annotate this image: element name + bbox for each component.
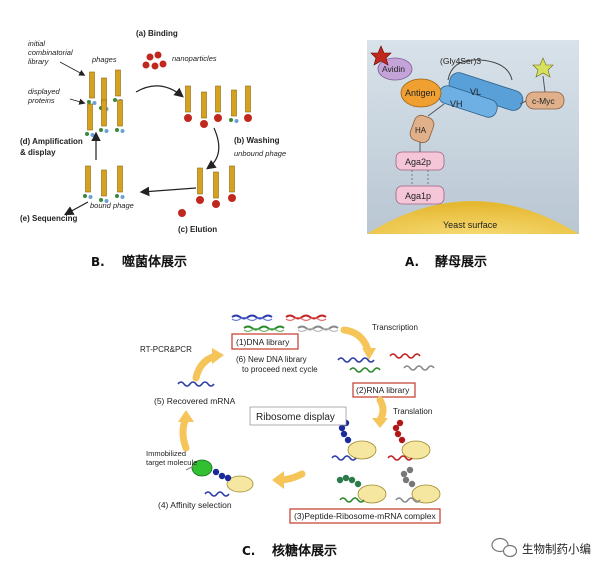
label-library: library [28,57,50,66]
ribosome-complexes [331,419,441,504]
panel-yeast-display: Yeast surface Aga1p Aga2p HA VL VH (Gly4… [367,40,579,270]
label-watermark: 生物制药小编 [522,542,591,556]
ha-tag [409,114,435,144]
arrow-translation [376,396,387,424]
label-ribosome-display: Ribosome display [256,412,335,423]
label-target: target molecule [146,458,197,467]
arrow-recovery [179,414,190,452]
label-initial: initial [28,39,45,48]
ribosome-icon [336,474,387,504]
phage-eluted-group [82,165,125,204]
complex-box [289,508,441,524]
caption-a-text: 酵母展示 [435,254,487,270]
nanoparticle-icon [178,209,186,217]
aga1p-box [395,185,445,205]
phage-icon [213,85,223,123]
phage-binding-group [183,85,253,129]
ribosome-icon [331,419,377,461]
avidin-star-icon [370,45,392,66]
phage-bound-group [195,165,237,209]
label-unbound: unbound phage [234,149,286,158]
label-yeast-surface: Yeast surface [443,220,497,230]
label-vl: VL [470,87,481,97]
label-dna-library: (1)DNA library [236,337,290,347]
phage-icon [114,99,125,134]
panel-ribosome-display: (1)DNA library Transcription (2)RNA libr… [140,314,441,559]
phage-icon [183,85,193,123]
caption-b-letter: B. [91,255,105,269]
label-new-lib: (6) New DNA library [236,355,307,364]
label-vh: VH [450,99,463,109]
antibody-star-icon [532,57,554,78]
phage-icon [243,85,253,123]
label-proteins: proteins [27,96,55,105]
rna-strands [337,353,435,373]
phage-icon [227,165,237,203]
label-phages: phages [91,55,117,64]
phage-icon [98,99,109,134]
label-cmyc: c-Myc [532,96,555,106]
phage-icon [86,71,97,106]
label-display: & display [20,148,56,157]
phage-icon [228,89,239,124]
panel-phage-display: initial combinatorial library phages dis… [20,29,286,270]
label-avidin: Avidin [382,64,405,74]
rna-library-box [352,382,416,398]
antigen-shape [400,78,442,108]
label-rtpcr: RT-PCR&PCR [140,345,192,354]
label-antigen: Antigen [405,88,436,98]
label-affinity: (4) Affinity selection [158,500,232,510]
label-washing: (b) Washing [234,136,280,145]
label-aga1p: Aga1p [405,191,431,201]
phage-icon [82,165,93,200]
caption-c-letter: C. [242,544,255,558]
affinity-selection-graphic [185,459,254,497]
dna-strands [231,314,339,333]
label-bound-phage: bound phage [90,201,134,210]
phage-icon [199,91,209,129]
label-next-cycle: to proceed next cycle [242,365,318,374]
caption-b-text: 噬菌体展示 [122,254,187,270]
caption-c-text: 核糖体展示 [272,543,337,559]
label-aga2p: Aga2p [405,157,431,167]
ribosome-icon [395,466,441,504]
label-displayed: displayed [28,87,61,96]
phage-icon [98,169,109,204]
watermark: 生物制药小编 [491,537,591,558]
label-amplification: (d) Amplification [20,137,83,146]
recovered-mrna-strand [177,381,215,387]
label-sequencing: (e) Sequencing [20,214,77,223]
phage-icon [211,171,221,209]
label-nanoparticles: nanoparticles [172,54,217,63]
dna-library-box [231,333,299,350]
arrow-transcription [340,326,372,354]
label-rna-library: (2)RNA library [356,385,410,395]
label-immobilized: Immobilized [146,449,186,458]
label-linker: (Gly4Ser)3 [440,56,481,66]
label-ha: HA [415,126,427,135]
label-binding: (a) Binding [136,29,178,38]
phage-icon [114,165,125,200]
label-combinatorial: combinatorial [28,48,73,57]
nanoparticle-icon [142,51,167,70]
wechat-icon [491,537,518,558]
label-translation: Translation [393,407,432,416]
phage-icon [84,103,95,138]
phage-icon [112,69,123,104]
label-recovered: (5) Recovered mRNA [154,396,236,406]
caption-a-letter: A. [405,255,419,269]
phage-icon [195,167,205,205]
ribosome-display-box [249,406,347,426]
label-transcription: Transcription [372,323,418,332]
label-elution: (c) Elution [178,225,217,234]
label-complex: (3)Peptide-Ribosome-mRNA complex [294,511,436,521]
ribosome-icon [387,419,431,461]
phage-library-group [84,69,125,138]
yeast-surface-shape [367,201,579,234]
